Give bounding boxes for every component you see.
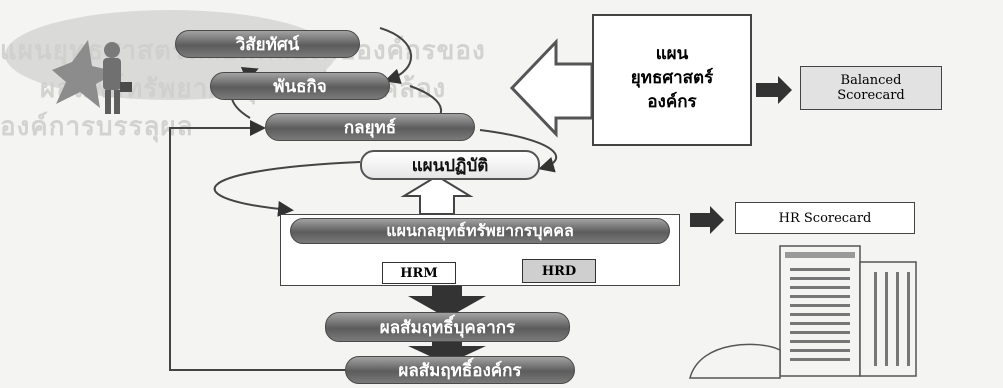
strategic-plan-label-3: องค์กร: [647, 92, 697, 112]
personnel-results-pill: ผลสัมฤทธิ์บุคลากร: [325, 312, 570, 342]
building-windows: [790, 262, 850, 366]
strategy-pill: กลยุทธ์: [265, 113, 475, 141]
action-plan-pill: แผนปฏิบัติ: [360, 150, 540, 180]
balanced-scorecard-box: Balanced Scorecard: [800, 66, 942, 110]
hrm-box: HRM: [382, 262, 456, 284]
hr-strategy-plan-pill: แผนกลยุทธ์ทรัพยากรบุคคล: [290, 218, 670, 244]
balanced-scorecard-label-2: Scorecard: [837, 88, 905, 103]
businessman-icon: [103, 42, 132, 114]
strategic-plan-box: [592, 14, 752, 146]
hr-scorecard-box: HR Scorecard: [735, 202, 915, 234]
strategic-plan-label-1: แผน: [655, 44, 689, 64]
vision-pill: วิสัยทัศน์: [175, 30, 360, 58]
strategic-plan-label-2: ยุทธศาสตร์: [630, 68, 714, 88]
building-windows-2: [866, 272, 910, 366]
star-icon: [52, 40, 118, 108]
strategic-plan-arrow: [509, 38, 594, 138]
background-text-3: องค์การบรรลุผล: [0, 112, 194, 142]
balanced-scorecard-label-1: Balanced: [840, 73, 902, 88]
mission-pill: พันธกิจ: [210, 72, 390, 100]
org-results-pill: ผลสัมฤทธิ์องค์กร: [345, 356, 575, 384]
hrd-box: HRD: [522, 259, 596, 283]
